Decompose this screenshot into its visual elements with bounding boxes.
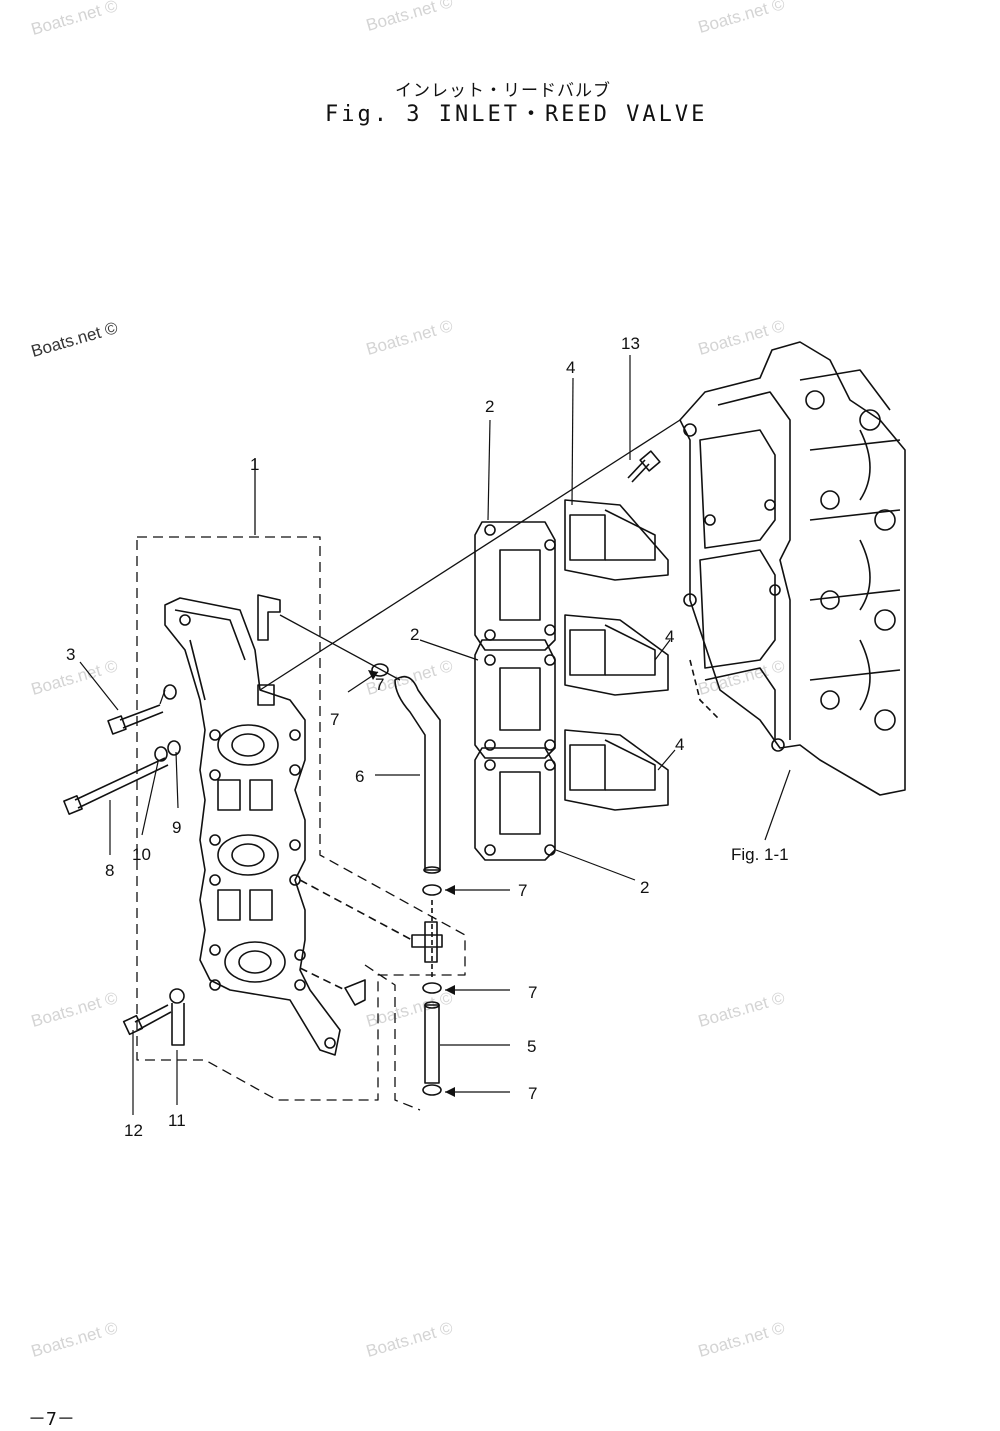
assembly-dashed-outline <box>136 536 466 1101</box>
callout-4: 4 <box>675 735 684 754</box>
callout-7: 7 <box>528 983 537 1002</box>
inlet-manifold-drawing <box>164 597 341 1056</box>
callout-9: 9 <box>172 818 181 837</box>
elbow-fitting-drawing <box>257 594 366 1006</box>
callout-2: 2 <box>410 625 419 644</box>
callout-4: 4 <box>566 358 575 377</box>
callout-11: 11 <box>168 1111 186 1130</box>
gasket-drawings <box>474 521 556 861</box>
grommet-11-drawing <box>169 988 185 1046</box>
figure-reference: Fig. 1-1 <box>731 845 789 864</box>
callout-7: 7 <box>330 710 339 729</box>
bolt-13-drawing <box>627 450 661 483</box>
callout-3: 3 <box>66 645 75 664</box>
tee-fitting-drawing <box>299 879 443 980</box>
callout-8: 8 <box>105 861 114 880</box>
leader-lines <box>79 355 791 1115</box>
page-number: －7－ <box>28 1409 75 1430</box>
bolt-3-drawing <box>107 684 177 735</box>
callout-7: 7 <box>518 881 527 900</box>
callout-6: 6 <box>355 767 364 786</box>
clip-drawings <box>371 663 442 1096</box>
reed-valve-drawings <box>564 499 669 811</box>
title-english: Fig. 3 INLET・REED VALVE <box>325 102 708 127</box>
callout-13: 13 <box>621 334 640 353</box>
title-japanese: インレット・リードバルブ <box>395 81 611 101</box>
callout-2: 2 <box>640 878 649 897</box>
callout-7: 7 <box>528 1084 537 1103</box>
callout-2: 2 <box>485 397 494 416</box>
tube-5-drawing <box>424 1001 440 1084</box>
bolt-12-drawing <box>122 1004 172 1036</box>
hose-drawing <box>394 675 441 874</box>
callout-5: 5 <box>527 1037 536 1056</box>
arrowheads <box>368 670 455 1097</box>
callout-4: 4 <box>665 627 674 646</box>
callout-7: 7 <box>375 675 384 694</box>
crankcase-block-drawing <box>679 341 906 796</box>
callout-1: 1 <box>250 455 259 474</box>
callout-12: 12 <box>124 1121 143 1140</box>
callout-10: 10 <box>132 845 151 864</box>
bolt-8-drawing <box>63 740 181 815</box>
